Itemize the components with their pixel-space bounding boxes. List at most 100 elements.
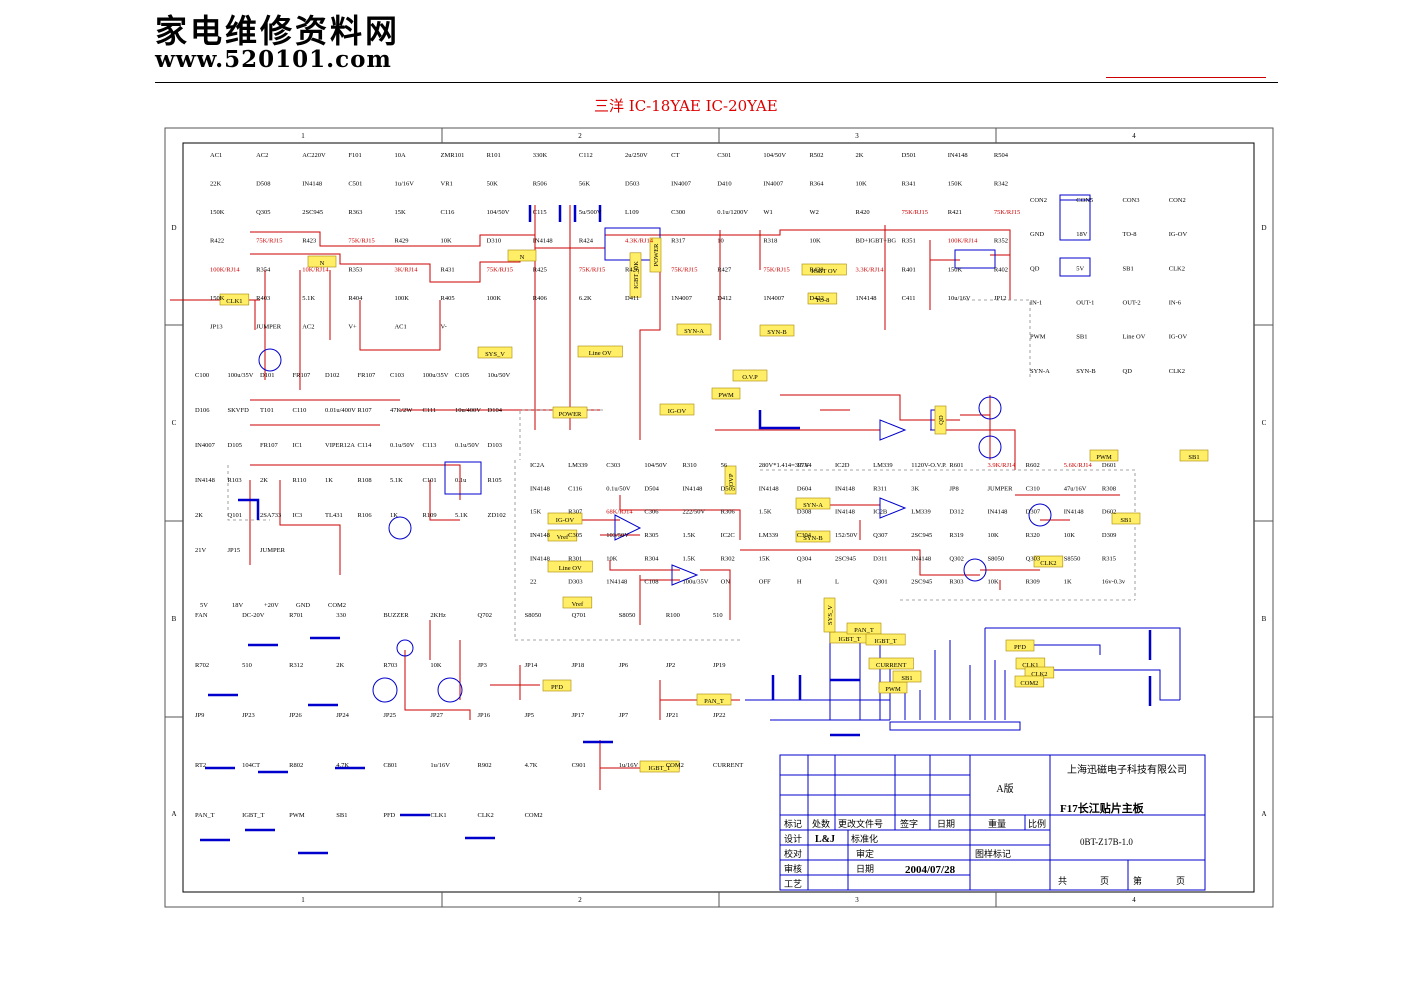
component-label: 15K <box>530 509 542 516</box>
component-label: D308 <box>797 509 811 516</box>
component-label: D311 <box>873 555 887 562</box>
component-label: R303 <box>949 579 963 586</box>
signal-tag: SB1 <box>1111 512 1141 525</box>
component-label: R342 <box>994 181 1008 188</box>
component-label: R420 <box>856 209 870 216</box>
component-label: CLK2 <box>1169 368 1185 375</box>
component-label: JUMPER <box>260 547 286 554</box>
component-label: JP9 <box>195 712 204 719</box>
component-label: COM2 <box>666 762 684 769</box>
component-label: D504 <box>644 485 659 492</box>
signal-tag: Line OV <box>577 345 623 358</box>
component-label: JP7 <box>619 712 629 719</box>
component-label: PFD <box>383 812 395 819</box>
component-label: IN4007 <box>195 442 216 449</box>
component-label: CLK2 <box>478 812 494 819</box>
component-label: AC2 <box>256 152 268 159</box>
component-label: 5u/500V <box>579 209 602 216</box>
component-label: 510 <box>242 662 252 669</box>
component-label: 2SA733 <box>260 512 281 519</box>
component-label: AC1 <box>210 152 222 159</box>
signal-tag-label: SYN-A <box>803 502 823 509</box>
wires <box>170 205 1120 790</box>
component-label: JP8 <box>949 485 958 492</box>
component-label: CON5 <box>1076 197 1093 204</box>
component-label: 1K <box>1064 579 1072 586</box>
component-label: C111 <box>423 407 437 414</box>
component-label: 2K <box>260 477 268 484</box>
component-label: 75K/RJ15 <box>348 238 374 245</box>
site-logo-url: www.520101.com <box>155 46 392 73</box>
component-label: SB1 <box>1076 334 1087 341</box>
signal-tag-label: SB1 <box>901 675 912 682</box>
header-rule <box>155 82 1278 83</box>
component-label: C112 <box>579 152 593 159</box>
frame-row-label-left: B <box>172 615 177 623</box>
component-label: C305 <box>568 532 582 539</box>
component-label: 1N4148 <box>856 295 877 302</box>
component-label: R429 <box>394 238 408 245</box>
component-label: PWM <box>1030 334 1046 341</box>
component-label: JP12 <box>994 295 1007 302</box>
company-name: 上海迅磁电子科技有限公司 <box>1067 763 1187 776</box>
signal-tag: SYN-B <box>795 530 831 543</box>
component-label: IN4148 <box>302 181 322 188</box>
signal-tag-label: COM2 <box>1020 680 1038 687</box>
component-label: 100u/35V <box>423 372 449 379</box>
component-label: R424 <box>579 238 594 245</box>
component-label: D508 <box>256 181 270 188</box>
title-block-field: 日期 <box>856 864 874 874</box>
component-label: R100 <box>666 612 680 619</box>
component-label: R353 <box>348 266 362 273</box>
frame-dividers <box>165 128 1273 907</box>
signal-tag: Vref <box>562 596 593 609</box>
component-label: JP5 <box>525 712 534 719</box>
component-label: IN4007 <box>763 181 784 188</box>
component-label: T101 <box>260 407 274 414</box>
component-label: 4.7K <box>525 762 538 769</box>
signal-tag-label: PAN_T <box>704 698 724 705</box>
component-label: 56K <box>579 181 591 188</box>
component-label: RT2 <box>195 762 206 769</box>
component-label: D503 <box>625 181 639 188</box>
component-label: IN4148 <box>530 485 550 492</box>
component-label: IN4148 <box>759 485 779 492</box>
component-label: ON <box>721 579 731 586</box>
component-label: 0.1u/50V <box>455 442 480 449</box>
component-label: C103 <box>390 372 404 379</box>
component-label: 75K/RJ15 <box>256 238 282 245</box>
component-label: 1N4007 <box>763 295 785 302</box>
component-label: C115 <box>533 209 547 216</box>
component-label: 10u/16V <box>948 295 971 302</box>
component-label: 10K/RJ14 <box>302 266 329 273</box>
signal-tag: POWER <box>552 406 588 419</box>
component-label: 75K/RJ15 <box>763 266 789 273</box>
component-label: Q702 <box>478 612 492 619</box>
component-label: AC220V <box>302 152 326 159</box>
component-label: 222/50V <box>683 509 706 516</box>
component-label: 5.1K <box>390 477 403 484</box>
component-label: 104/50V <box>487 209 510 216</box>
component-label: FAN <box>195 612 208 619</box>
component-label: JP15 <box>228 547 241 554</box>
component-label: 100K <box>487 295 502 302</box>
component-label: R422 <box>210 238 224 245</box>
component-label: R402 <box>994 266 1008 273</box>
signal-tag: IG-OV <box>659 403 695 416</box>
component-label: 104CT <box>242 762 260 769</box>
signal-tag: CURRENT <box>868 657 914 670</box>
title-block-field: 设计 <box>784 833 802 844</box>
component-label: 3.9K/RJ14 <box>988 462 1017 469</box>
frame-col-label-bottom: 3 <box>855 896 859 904</box>
signal-tag-label: SYS_V <box>485 351 505 358</box>
component-label: D106 <box>195 407 210 414</box>
signal-tag-label: IG-OV <box>556 517 575 524</box>
component-label: PAN_T <box>195 812 215 819</box>
component-label: IG-OV <box>1169 334 1188 341</box>
component-label: 103/50V <box>606 532 629 539</box>
signal-tag: IGBT_T <box>639 760 680 773</box>
component-label: S8550 <box>1064 555 1081 562</box>
signal-tag: SB1 <box>892 670 922 683</box>
component-label: 16v-0.3v <box>1102 579 1126 586</box>
component-label: R319 <box>949 532 963 539</box>
